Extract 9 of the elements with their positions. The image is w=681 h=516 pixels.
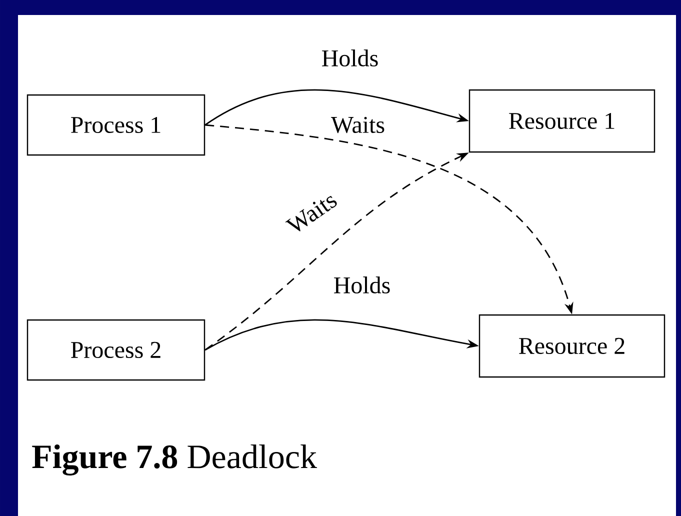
process-box: Process 2 [26, 319, 206, 381]
edge-label: Holds [332, 276, 392, 294]
caption: Figure 7.8 Deadlock [32, 444, 318, 476]
edge-label: Waits [284, 189, 340, 237]
process-box: Resource 2 [478, 314, 666, 378]
process-box: Resource 1 [468, 89, 656, 153]
edge-label: Waits [330, 116, 386, 134]
process-box: Process 1 [26, 94, 206, 156]
edge-label: Holds [320, 48, 380, 68]
